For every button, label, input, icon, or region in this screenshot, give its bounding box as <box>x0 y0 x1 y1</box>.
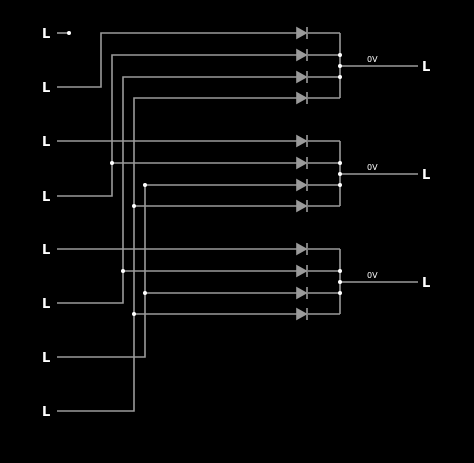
input-label-6: L <box>42 297 50 312</box>
output-label-3: L <box>422 276 430 291</box>
input-label-1: L <box>42 27 50 42</box>
junction-dot <box>338 53 342 57</box>
diode-symbol <box>296 307 308 321</box>
input-label-5: L <box>42 243 50 258</box>
output-labels: L L L <box>422 60 430 291</box>
diode-symbol <box>296 199 308 213</box>
diode-symbol <box>296 134 308 148</box>
junction-dot <box>143 183 147 187</box>
input-label-2: L <box>42 81 50 96</box>
output-label-2: L <box>422 168 430 183</box>
junction-dot <box>132 312 136 316</box>
diodes <box>296 26 308 321</box>
input-label-3: L <box>42 135 50 150</box>
input-wire-6 <box>57 76 298 304</box>
voltage-label-2: 0V <box>367 163 378 172</box>
diode-symbol <box>296 156 308 170</box>
voltage-label-3: 0V <box>367 271 378 280</box>
junction-dot <box>143 291 147 295</box>
diode-symbol <box>296 48 308 62</box>
voltage-labels: 0V 0V 0V <box>367 55 378 280</box>
junction-dot <box>338 183 342 187</box>
input-label-7: L <box>42 351 50 366</box>
junction-dot <box>338 172 342 176</box>
input-wire-8 <box>57 97 298 412</box>
diode-symbol <box>296 70 308 84</box>
junction-dot <box>338 280 342 284</box>
junction-dot <box>338 161 342 165</box>
wires <box>57 32 418 412</box>
junctions <box>67 31 342 316</box>
terminal-dot <box>67 31 71 35</box>
input-labels: L L L L L L L L <box>42 27 50 420</box>
junction-dot <box>110 161 114 165</box>
junction-dot <box>338 291 342 295</box>
input-wire-2 <box>57 32 298 88</box>
input-label-4: L <box>42 190 50 205</box>
input-label-8: L <box>42 405 50 420</box>
diode-symbol <box>296 264 308 278</box>
output-label-1: L <box>422 60 430 75</box>
diode-symbol <box>296 242 308 256</box>
diode-symbol <box>296 178 308 192</box>
junction-dot <box>132 204 136 208</box>
diode-symbol <box>296 26 308 40</box>
diode-symbol <box>296 286 308 300</box>
junction-dot <box>338 75 342 79</box>
junction-dot <box>338 269 342 273</box>
voltage-label-1: 0V <box>367 55 378 64</box>
input-wire-4 <box>57 54 298 197</box>
junction-dot <box>338 64 342 68</box>
input-wire-7 <box>57 184 298 358</box>
diode-symbol <box>296 91 308 105</box>
junction-dot <box>121 269 125 273</box>
